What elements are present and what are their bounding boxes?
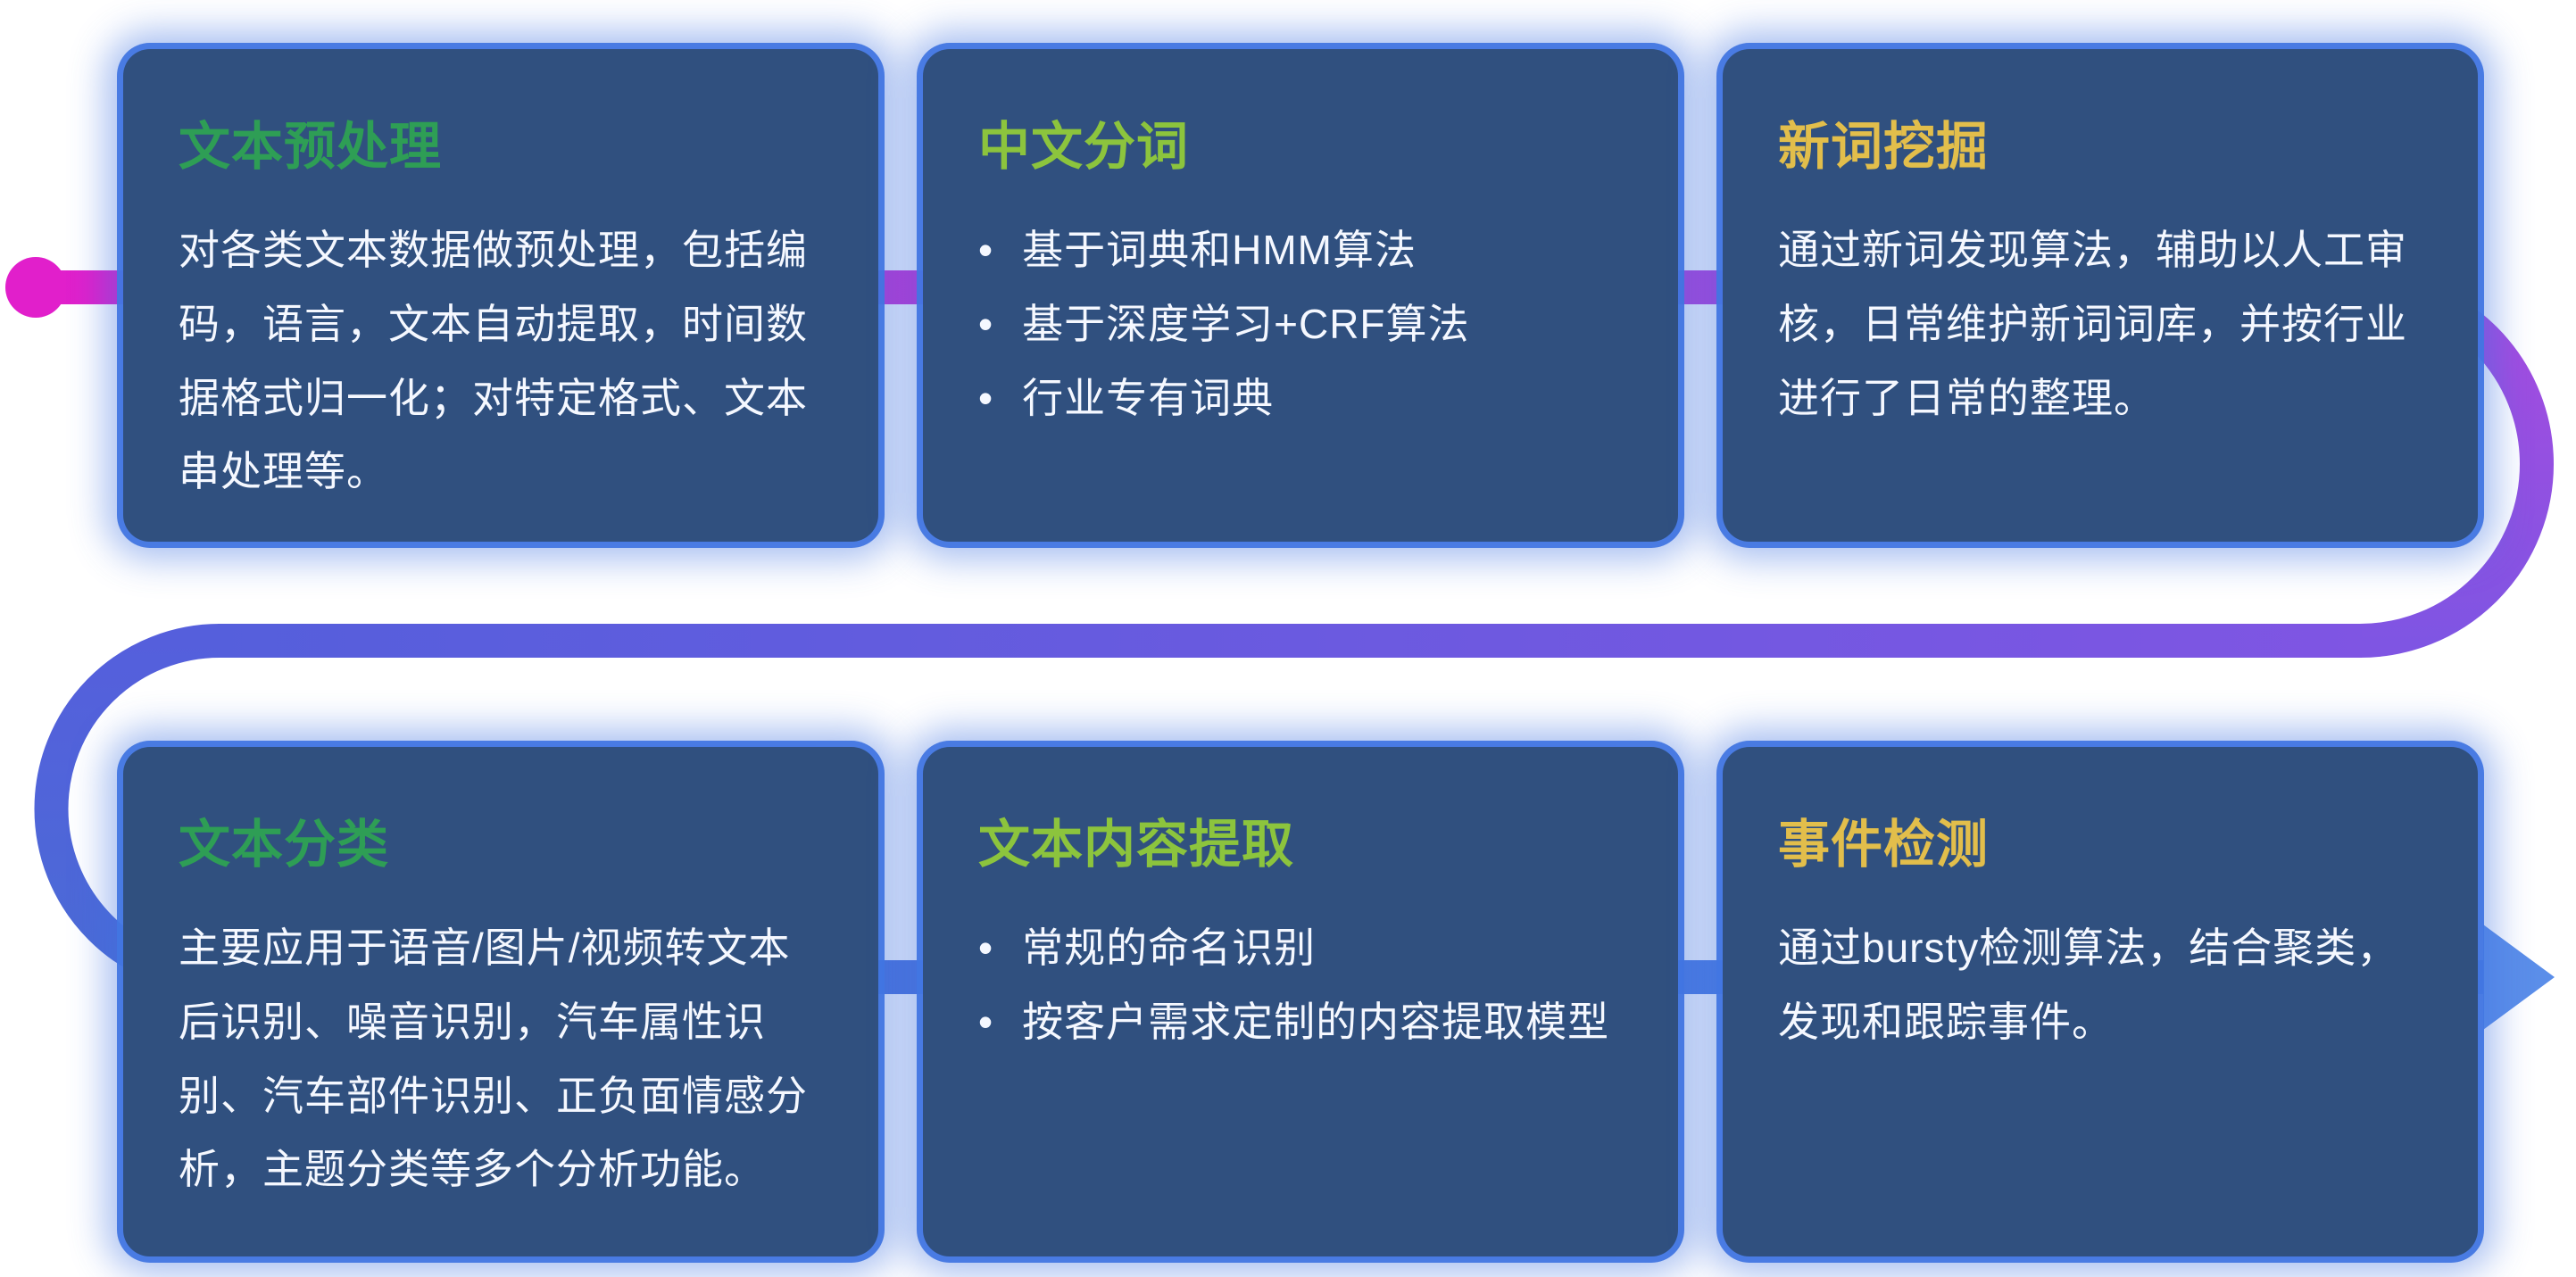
card-new-word-mining: 新词挖掘 通过新词发现算法，辅助以人工审核，日常维护新词词库，并按行业进行了日常… bbox=[1723, 49, 2478, 542]
bullet-text: 基于词典和HMM算法 bbox=[1022, 227, 1417, 273]
flow-arrow-icon bbox=[2483, 925, 2555, 1030]
card-bullet-list: • 常规的命名识别 • 按客户需求定制的内容提取模型 bbox=[978, 911, 1623, 1059]
card-body: 通过bursty检测算法，结合聚类，发现和跟踪事件。 bbox=[1778, 925, 2399, 1045]
bullet-item: • 行业专有词典 bbox=[978, 361, 1623, 435]
bullet-text: 常规的命名识别 bbox=[1022, 925, 1317, 971]
card-event-detection: 事件检测 通过bursty检测算法，结合聚类，发现和跟踪事件。 bbox=[1723, 747, 2478, 1256]
card-text-content-extraction: 文本内容提取 • 常规的命名识别 • 按客户需求定制的内容提取模型 bbox=[923, 747, 1678, 1256]
bullet-text: 基于深度学习+CRF算法 bbox=[1022, 300, 1470, 347]
card-body: 通过新词发现算法，辅助以人工审核，日常维护新词词库，并按行业进行了日常的整理。 bbox=[1778, 227, 2407, 421]
bullet-item: • 常规的命名识别 bbox=[978, 911, 1623, 985]
bullet-item: • 基于词典和HMM算法 bbox=[978, 213, 1623, 287]
card-title: 事件检测 bbox=[1778, 816, 1990, 874]
bullet-item: • 按客户需求定制的内容提取模型 bbox=[978, 985, 1623, 1059]
bullet-item: • 基于深度学习+CRF算法 bbox=[978, 287, 1623, 361]
bullet-icon: • bbox=[978, 925, 994, 971]
card-title: 文本分类 bbox=[179, 816, 390, 874]
card-title: 文本预处理 bbox=[179, 118, 443, 176]
card-bullet-list: • 基于词典和HMM算法 • 基于深度学习+CRF算法 • 行业专有词典 bbox=[978, 213, 1623, 435]
flow-start-dot-icon bbox=[5, 257, 66, 318]
card-title: 中文分词 bbox=[978, 118, 1190, 176]
card-text-preprocessing: 文本预处理 对各类文本数据做预处理，包括编码，语言，文本自动提取，时间数据格式归… bbox=[123, 49, 878, 542]
card-title: 新词挖掘 bbox=[1778, 118, 1990, 176]
bullet-text: 行业专有词典 bbox=[1022, 374, 1275, 421]
bullet-icon: • bbox=[978, 300, 994, 347]
card-body: 对各类文本数据做预处理，包括编码，语言，文本自动提取，时间数据格式归一化；对特定… bbox=[179, 227, 808, 495]
bullet-text: 按客户需求定制的内容提取模型 bbox=[1022, 998, 1610, 1045]
bullet-icon: • bbox=[978, 227, 994, 273]
bullet-icon: • bbox=[978, 374, 994, 421]
card-text-classification: 文本分类 主要应用于语音/图片/视频转文本后识别、噪音识别，汽车属性识别、汽车部… bbox=[123, 747, 878, 1256]
card-body: 主要应用于语音/图片/视频转文本后识别、噪音识别，汽车属性识别、汽车部件识别、正… bbox=[179, 925, 808, 1193]
card-title: 文本内容提取 bbox=[978, 816, 1295, 874]
card-chinese-word-segmentation: 中文分词 • 基于词典和HMM算法 • 基于深度学习+CRF算法 • 行业专有词… bbox=[923, 49, 1678, 542]
bullet-icon: • bbox=[978, 998, 994, 1045]
